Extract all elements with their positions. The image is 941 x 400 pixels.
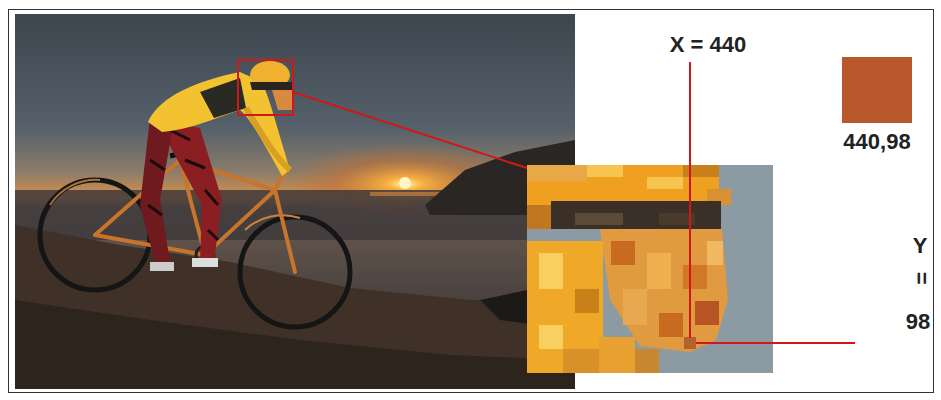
coordinate-label: = xyxy=(908,272,932,285)
color-swatch xyxy=(842,57,912,123)
outer-frame xyxy=(9,10,934,393)
coordinate-label: 440,98 xyxy=(843,130,910,154)
cyclist-photo xyxy=(15,14,575,389)
coordinate-label: 98 xyxy=(906,310,930,334)
coordinate-label: Y xyxy=(913,234,928,258)
coordinate-leaders xyxy=(690,62,855,343)
zoom-leader xyxy=(293,92,527,168)
coordinate-label: X = 440 xyxy=(670,33,746,57)
pixel-zoom xyxy=(527,165,773,373)
